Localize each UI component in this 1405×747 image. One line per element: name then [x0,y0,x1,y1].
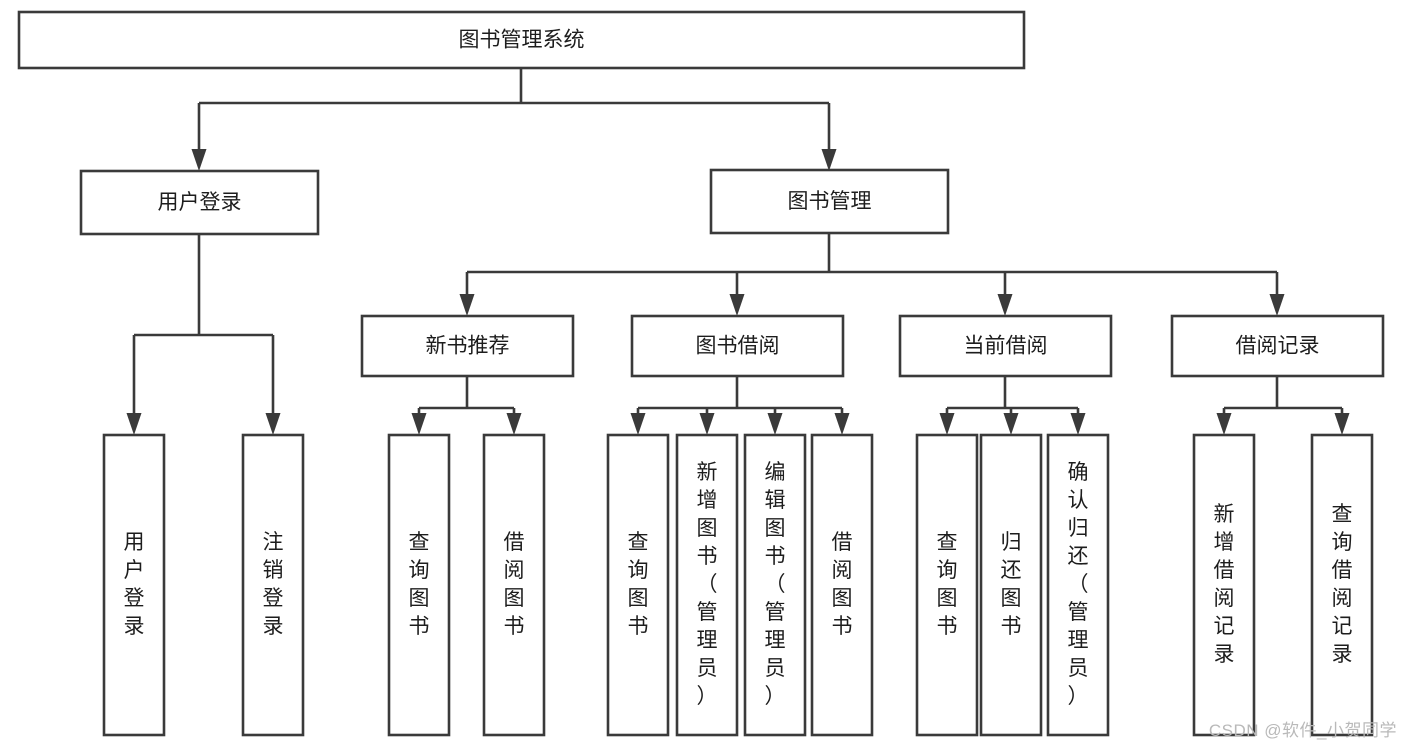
connector-group-user-login [126,234,281,435]
node-box[interactable] [675,433,739,737]
node-label: 用户登录 [124,531,145,638]
arrow-head-icon [265,413,281,435]
node-label: 图书管理 [788,190,872,213]
arrow-head-icon [1003,413,1019,435]
node-leaf-query-book-2[interactable]: 查询图书 [606,433,670,737]
node-label: 借阅记录 [1236,335,1320,358]
arrow-head-icon [459,294,475,316]
node-box[interactable] [1046,433,1110,737]
node-box[interactable] [898,314,1113,378]
node-box[interactable] [709,168,950,235]
node-box[interactable] [79,169,320,236]
node-label: 当前借阅 [964,335,1048,358]
connector-group-borrow-record [1216,376,1350,435]
node-label: 归还图书 [1001,531,1022,638]
node-book-borrow[interactable]: 图书借阅 [630,314,845,378]
arrow-head-icon [1269,294,1285,316]
node-box[interactable] [482,433,546,737]
node-leaf-query-record[interactable]: 查询借阅记录 [1310,433,1374,737]
arrow-head-icon [411,413,427,435]
node-box[interactable] [1310,433,1374,737]
node-leaf-logout[interactable]: 注销登录 [241,433,305,737]
arrow-head-icon [191,149,207,171]
arrow-head-icon [821,149,837,171]
node-book-manage[interactable]: 图书管理 [709,168,950,235]
arrow-head-icon [939,413,955,435]
node-label: 新增借阅记录 [1214,503,1235,666]
node-box[interactable] [360,314,575,378]
connector-group-book-manage [459,233,1285,316]
node-label: 确认归还（管理员） [1068,461,1089,708]
connectors-layer [126,68,1350,435]
node-borrow-record[interactable]: 借阅记录 [1170,314,1385,378]
node-box[interactable] [1170,314,1385,378]
node-box[interactable] [241,433,305,737]
node-label: 查询图书 [628,531,649,638]
node-box[interactable] [606,433,670,737]
arrow-head-icon [699,413,715,435]
node-label: 查询图书 [937,531,958,638]
node-leaf-confirm-return[interactable]: 确认归还（管理员） [1046,433,1110,737]
node-box[interactable] [1192,433,1256,737]
node-label: 借阅图书 [832,531,853,638]
node-root[interactable]: 图书管理系统 [17,10,1026,70]
connector-group-current-borrow [939,376,1086,435]
nodes-layer: 图书管理系统用户登录图书管理新书推荐图书借阅当前借阅借阅记录用户登录注销登录查询… [17,10,1385,737]
node-leaf-query-book-1[interactable]: 查询图书 [387,433,451,737]
node-label: 新增图书（管理员） [697,461,718,708]
arrow-head-icon [834,413,850,435]
node-leaf-edit-book[interactable]: 编辑图书（管理员） [743,433,807,737]
node-leaf-add-book[interactable]: 新增图书（管理员） [675,433,739,737]
node-label: 新书推荐 [426,335,510,358]
connector-group-book-borrow [630,376,850,435]
connector-group-root [191,68,837,171]
node-user-login[interactable]: 用户登录 [79,169,320,236]
node-new-book-recommend[interactable]: 新书推荐 [360,314,575,378]
arrow-head-icon [506,413,522,435]
node-box[interactable] [979,433,1043,737]
node-label: 查询借阅记录 [1332,503,1353,666]
node-label: 图书管理系统 [459,29,585,52]
arrow-head-icon [767,413,783,435]
node-box[interactable] [17,10,1026,70]
node-box[interactable] [630,314,845,378]
arrow-head-icon [729,294,745,316]
node-leaf-add-record[interactable]: 新增借阅记录 [1192,433,1256,737]
arrow-head-icon [1216,413,1232,435]
node-leaf-borrow-book-2[interactable]: 借阅图书 [810,433,874,737]
node-label: 图书借阅 [696,335,780,358]
node-box[interactable] [915,433,979,737]
node-leaf-borrow-book-1[interactable]: 借阅图书 [482,433,546,737]
node-label: 用户登录 [158,191,242,214]
arrow-head-icon [997,294,1013,316]
node-box[interactable] [387,433,451,737]
node-box[interactable] [743,433,807,737]
node-label: 借阅图书 [504,531,525,638]
arrow-head-icon [1070,413,1086,435]
arrow-head-icon [630,413,646,435]
node-box[interactable] [810,433,874,737]
node-label: 注销登录 [263,531,284,638]
node-label: 查询图书 [409,531,430,638]
node-leaf-user-login[interactable]: 用户登录 [102,433,166,737]
node-label: 编辑图书（管理员） [765,461,786,708]
node-leaf-query-book-3[interactable]: 查询图书 [915,433,979,737]
node-current-borrow[interactable]: 当前借阅 [898,314,1113,378]
arrow-head-icon [1334,413,1350,435]
node-leaf-return-book[interactable]: 归还图书 [979,433,1043,737]
node-box[interactable] [102,433,166,737]
arrow-head-icon [126,413,142,435]
connector-group-new-book-recommend [411,376,522,435]
